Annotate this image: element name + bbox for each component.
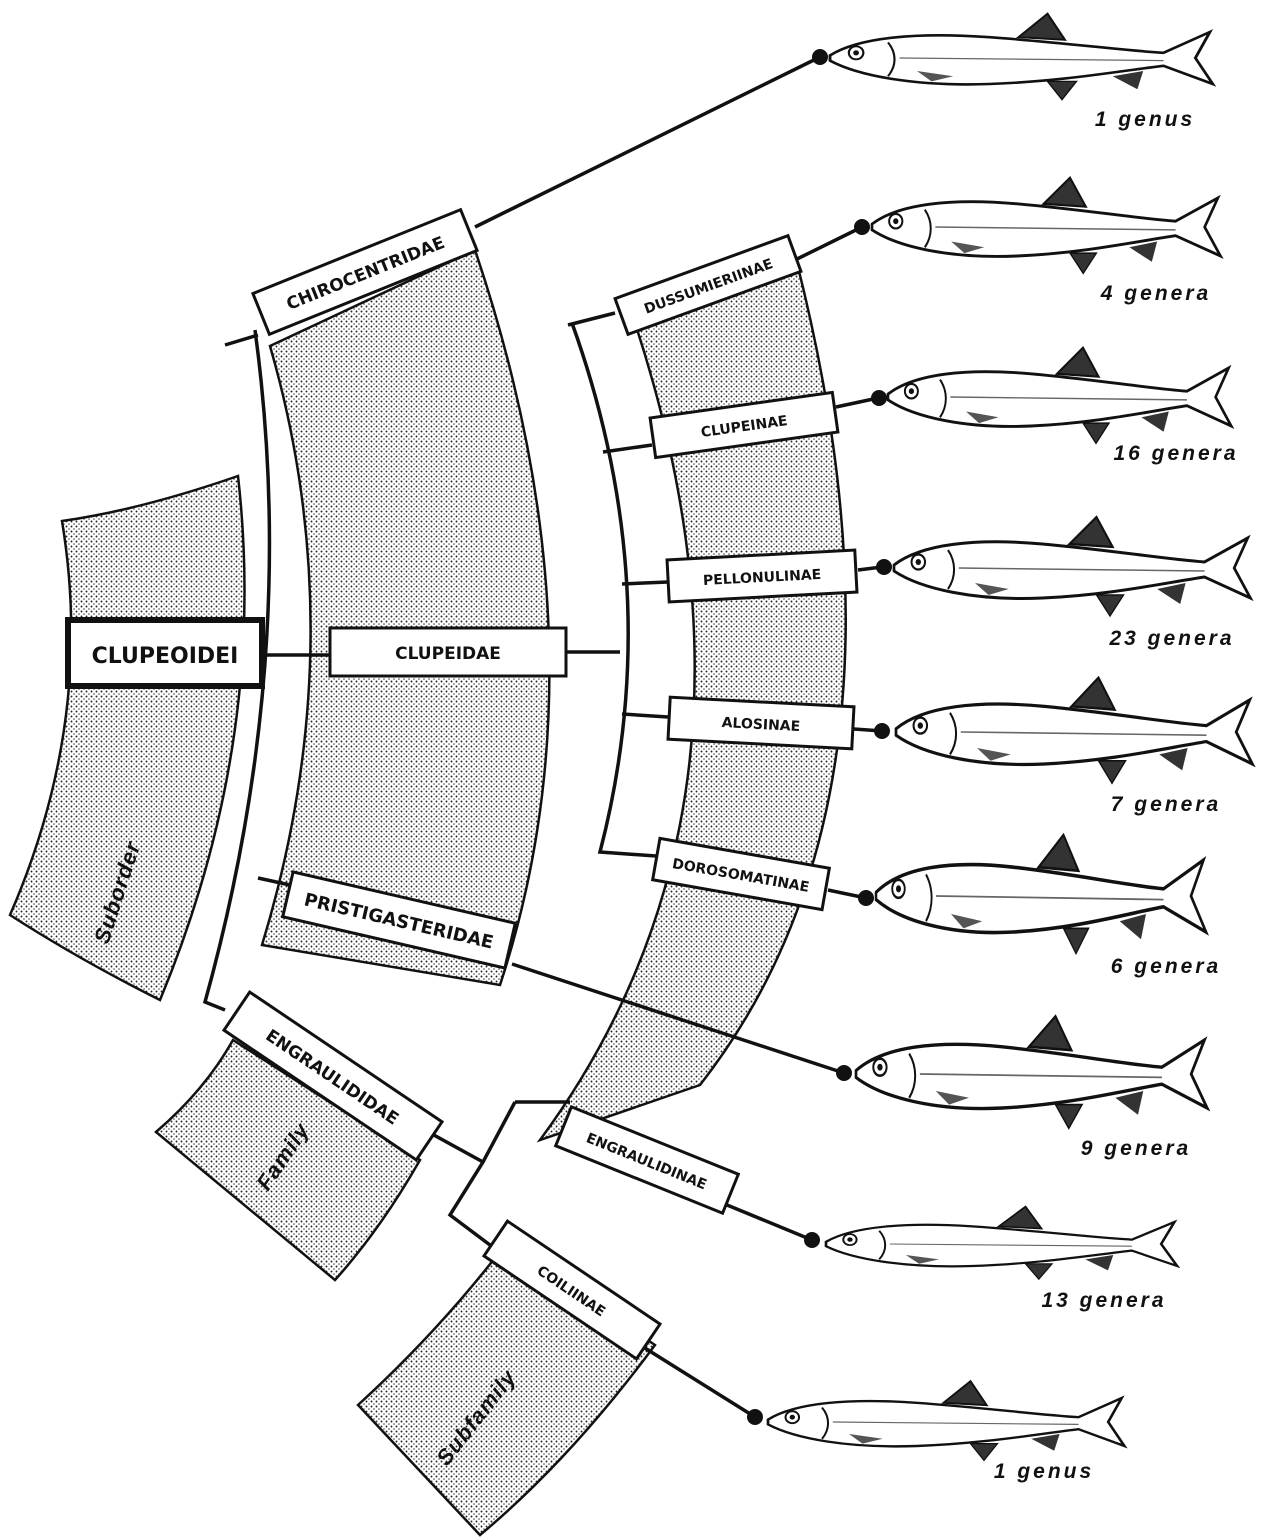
count-pellonulinae: 23 genera bbox=[1108, 627, 1234, 650]
fish-icon-pellonulinae bbox=[892, 515, 1252, 618]
fish-icon-dorosomatinae bbox=[874, 832, 1208, 956]
fish-icon-pristigasteridae bbox=[854, 1014, 1209, 1131]
count-clupeinae: 16 genera bbox=[1113, 442, 1238, 465]
count-chirocentridae: 1 genus bbox=[1095, 108, 1195, 131]
fish-icon-chirocentridae bbox=[828, 12, 1215, 102]
count-dussumieriinae: 4 genera bbox=[1100, 282, 1211, 305]
subfamily-label-pellonulinae: PELLONULINAE bbox=[703, 567, 822, 589]
family-box-clupeidae[interactable]: CLUPEIDAE bbox=[328, 626, 568, 678]
subfamily-box-clupeinae[interactable]: CLUPEINAE bbox=[648, 390, 840, 460]
family-band-upper bbox=[260, 248, 551, 987]
subfamily-label-alosinae: ALOSINAE bbox=[721, 715, 800, 735]
suborder-box[interactable]: CLUPEOIDEI bbox=[65, 617, 265, 689]
count-pristigasteridae: 9 genera bbox=[1081, 1137, 1191, 1160]
suborder-band bbox=[8, 474, 246, 1002]
tree-links bbox=[202, 55, 883, 1419]
fish-icon-engraulidinae bbox=[824, 1205, 1179, 1281]
fish-icon-dussumieriinae bbox=[870, 176, 1222, 275]
count-dorosomatinae: 6 genera bbox=[1111, 955, 1221, 978]
subfamily-box-pellonulinae[interactable]: PELLONULINAE bbox=[665, 548, 859, 604]
suborder-label: CLUPEOIDEI bbox=[92, 644, 239, 669]
family-band-lower bbox=[154, 1038, 422, 1282]
subfamily-box-alosinae[interactable]: ALOSINAE bbox=[666, 695, 856, 751]
count-coiliinae: 1 genus bbox=[994, 1460, 1094, 1483]
fish-icon-clupeinae bbox=[886, 346, 1233, 445]
count-alosinae: 7 genera bbox=[1111, 793, 1221, 816]
fish-icon-coiliinae bbox=[766, 1379, 1126, 1462]
terminal-dots bbox=[747, 49, 892, 1425]
count-engraulidinae: 13 genera bbox=[1041, 1289, 1166, 1312]
subfamily-box-engraulidinae[interactable]: ENGRAULIDINAE bbox=[553, 1104, 741, 1216]
fish-icon-alosinae bbox=[894, 675, 1255, 785]
family-label-clupeidae: CLUPEIDAE bbox=[395, 644, 501, 664]
